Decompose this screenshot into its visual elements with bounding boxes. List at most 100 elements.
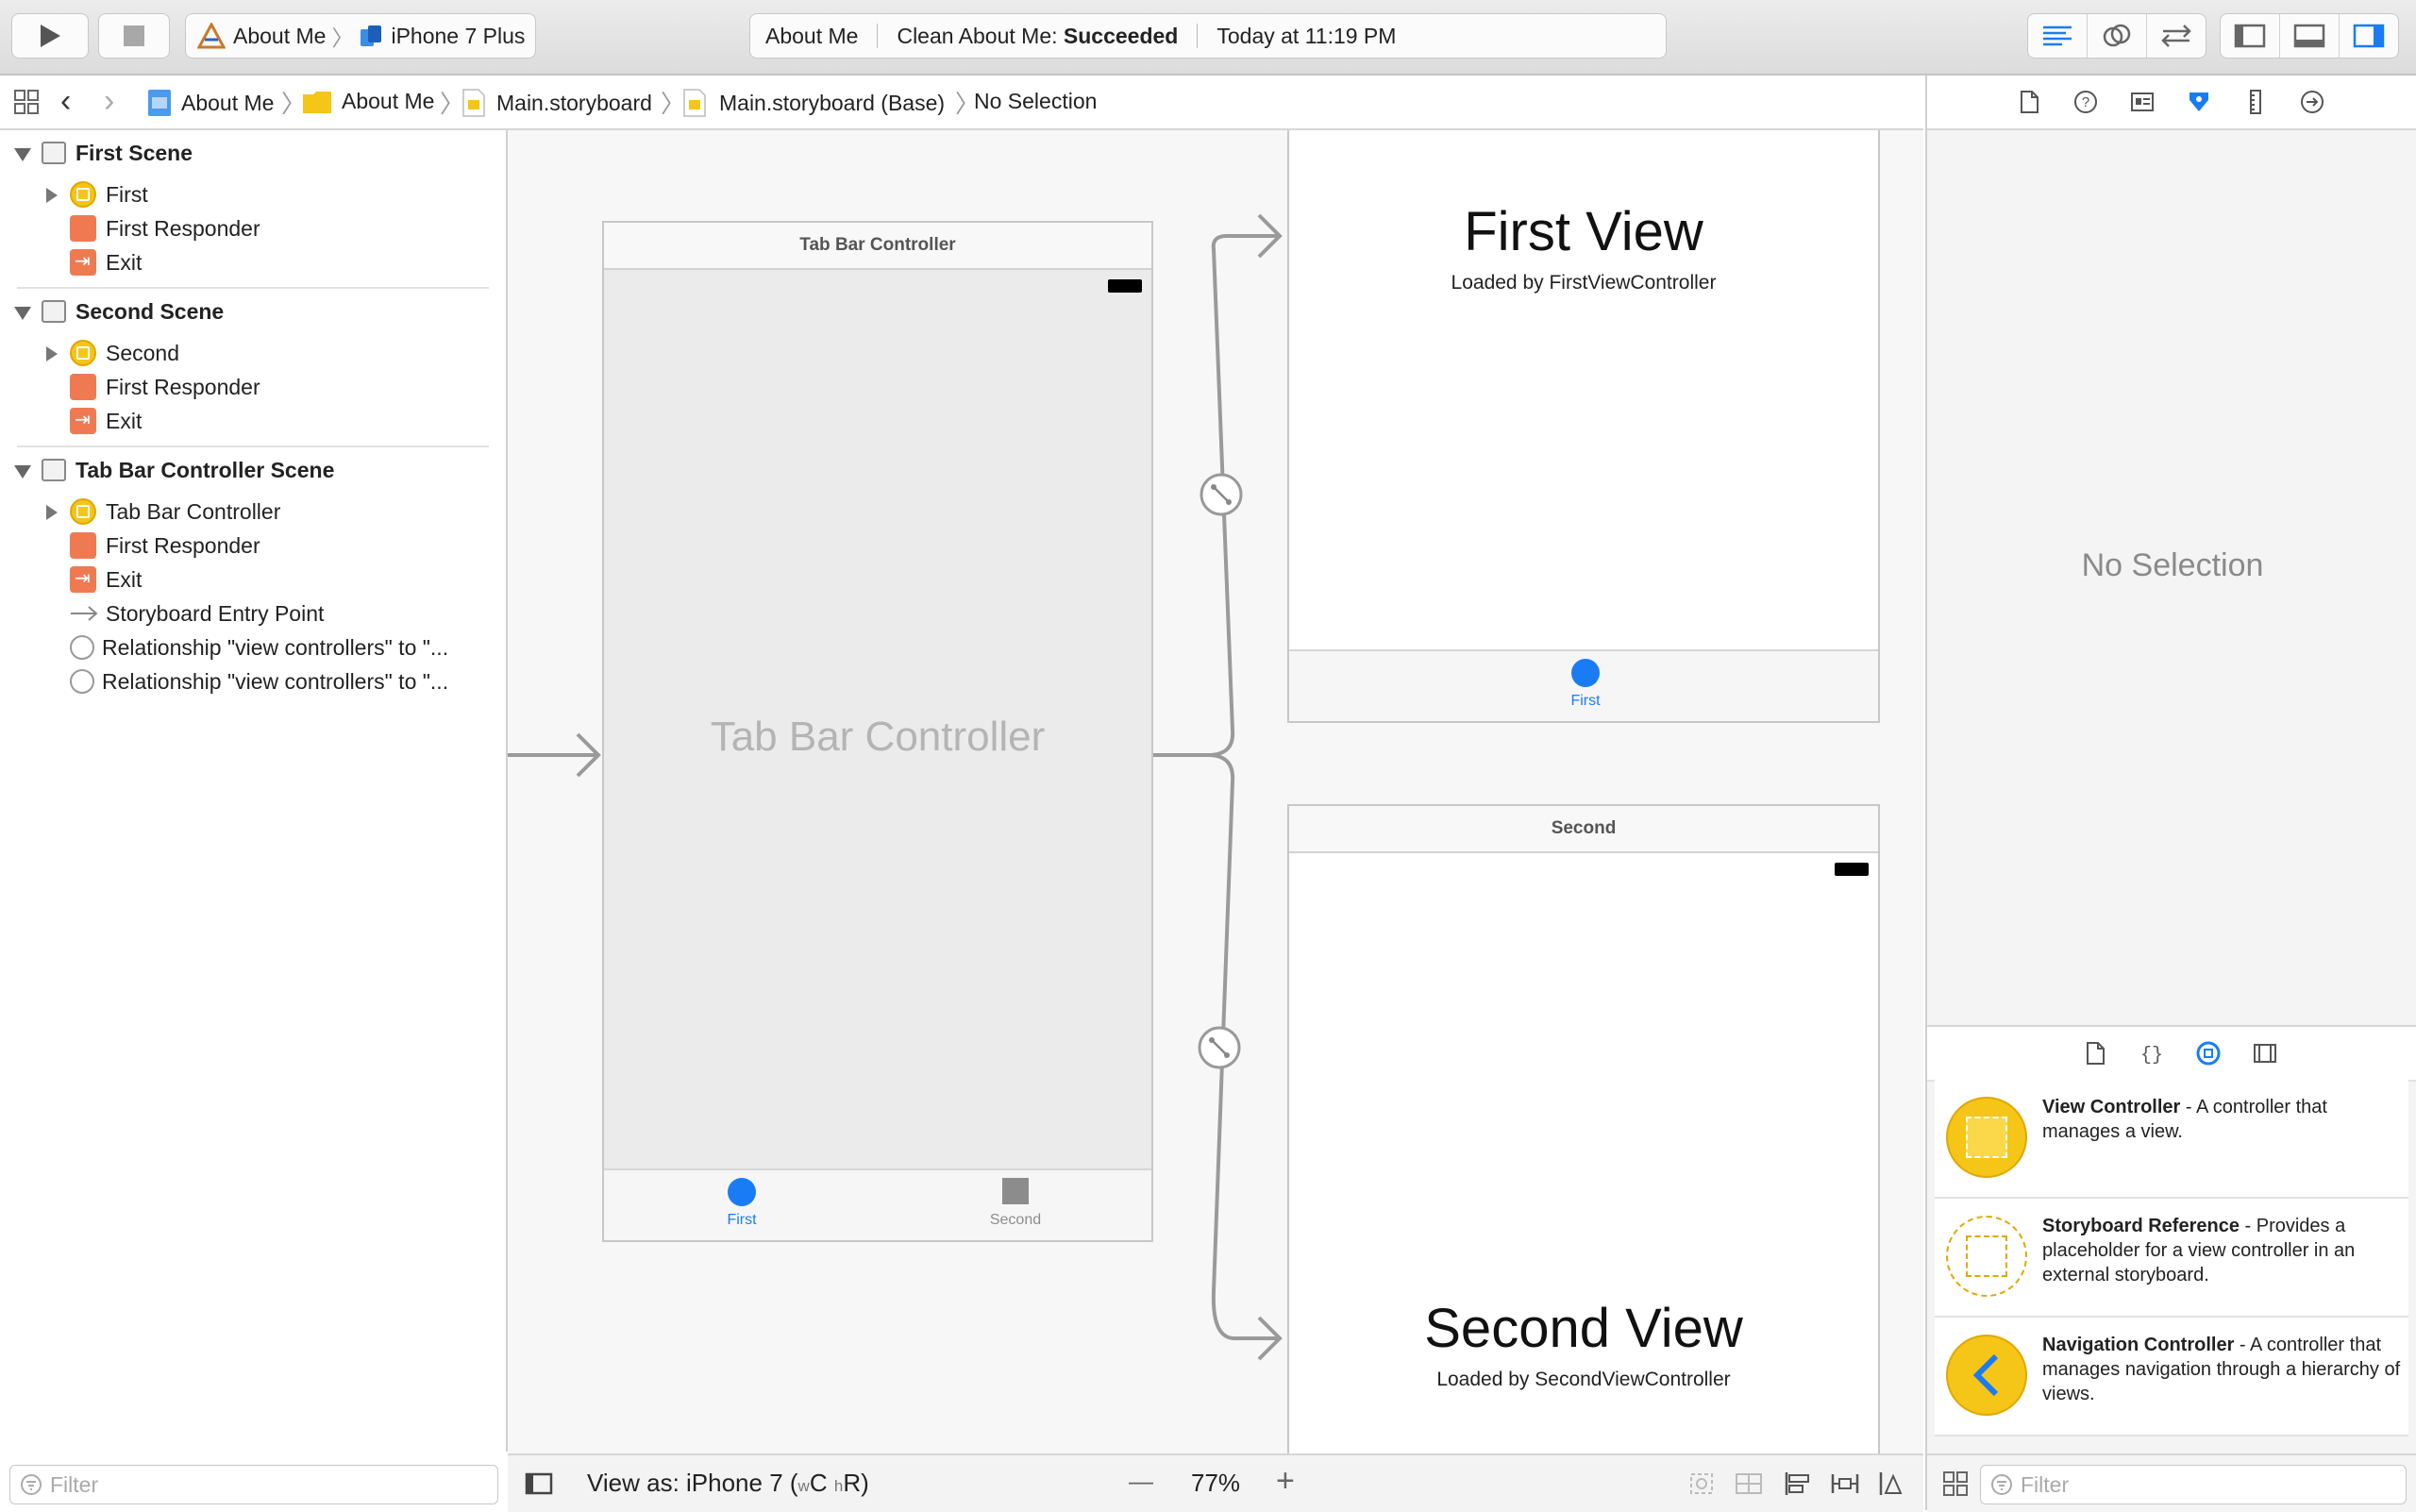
library-item-view-controller[interactable]: View Controller - A controller that mana…: [1935, 1080, 2408, 1199]
media-library-icon[interactable]: [2252, 1040, 2278, 1067]
standard-editor-icon: [2043, 25, 2072, 46]
stop-button[interactable]: [98, 13, 170, 59]
back-arrow-icon[interactable]: ‹: [60, 83, 72, 119]
outline-scene-second[interactable]: Second Scene: [42, 294, 224, 328]
library-item-storyboard-reference[interactable]: Storyboard Reference - Provides a placeh…: [1935, 1199, 2408, 1318]
tab-bar-controller-scene[interactable]: Tab Bar Controller Tab Bar Controller Fi…: [602, 221, 1153, 1242]
library-item-name: Storyboard Reference: [2042, 1216, 2240, 1236]
breadcrumb-selection[interactable]: No Selection: [974, 89, 1097, 114]
scene-icon: [42, 459, 66, 481]
status-action: Clean About Me:: [897, 23, 1064, 48]
outline-item-tab-bar-controller[interactable]: Tab Bar Controller: [70, 495, 280, 529]
library-item-navigation-controller[interactable]: Navigation Controller - A controller tha…: [1935, 1318, 2408, 1436]
outline-item-second-controller[interactable]: Second: [70, 336, 179, 370]
assistant-editor-button[interactable]: [2088, 14, 2147, 58]
view-as-device-button[interactable]: View as: iPhone 7 (wC hR): [587, 1469, 869, 1498]
quick-help-icon[interactable]: ?: [2072, 89, 2099, 115]
file-template-library-icon[interactable]: [2082, 1040, 2108, 1067]
grid-view-icon[interactable]: [1942, 1470, 1969, 1497]
outline-item-exit[interactable]: Exit: [70, 563, 142, 596]
zoom-out-button[interactable]: —: [1129, 1467, 1153, 1495]
outline-item-first-responder[interactable]: First Responder: [70, 370, 260, 404]
chevron-right-icon: 〉: [281, 90, 307, 118]
utilities-area: ? No Selection {} View Controller - A co…: [1925, 76, 2416, 1512]
disclosure-closed-icon[interactable]: [45, 345, 59, 362]
segue-arrowhead-second: [1257, 1316, 1283, 1361]
forward-arrow-icon[interactable]: ›: [104, 83, 115, 119]
tab-item-first[interactable]: First: [685, 1178, 798, 1229]
library-filter-field[interactable]: Filter: [1980, 1465, 2407, 1504]
first-responder-icon: [70, 215, 96, 242]
update-frames-icon[interactable]: [1687, 1470, 1716, 1497]
relationship-segue-icon: [70, 635, 94, 660]
tab-circle-icon: [728, 1178, 756, 1206]
inspector-tabs: ?: [1927, 76, 2416, 130]
breadcrumb-folder[interactable]: About Me: [302, 89, 434, 114]
version-editor-button[interactable]: [2147, 14, 2206, 58]
file-inspector-icon[interactable]: [2016, 89, 2042, 115]
main-toolbar: About Me 〉 iPhone 7 Plus About Me Clean …: [0, 0, 2416, 76]
outline-item-label: Tab Bar Controller: [106, 498, 281, 524]
tab-label: First: [727, 1212, 757, 1228]
breadcrumb-storyboard-base[interactable]: Main.storyboard (Base): [683, 89, 945, 117]
outline-item-first-responder[interactable]: First Responder: [70, 211, 260, 245]
library-item-name: View Controller: [2042, 1097, 2181, 1117]
filter-placeholder: Filter: [50, 1471, 99, 1497]
toggle-utilities-button[interactable]: [2340, 14, 2398, 58]
outline-item-first-responder[interactable]: First Responder: [70, 529, 260, 563]
outline-filter-field[interactable]: Filter: [9, 1465, 498, 1504]
outline-scene-first[interactable]: First Scene: [42, 136, 193, 170]
disclosure-open-icon[interactable]: [13, 464, 32, 479]
second-view-scene[interactable]: Second Second View Loaded by SecondViewC…: [1287, 804, 1880, 1453]
outline-item-exit[interactable]: Exit: [70, 404, 142, 438]
outline-item-label: First Responder: [106, 532, 260, 558]
code-snippet-library-icon[interactable]: {}: [2139, 1040, 2165, 1067]
run-button[interactable]: [11, 13, 89, 59]
outline-item-label: Relationship "view controllers" to "...: [102, 634, 449, 660]
scheme-selector[interactable]: About Me 〉 iPhone 7 Plus: [185, 13, 536, 59]
identity-inspector-icon[interactable]: [2129, 89, 2156, 115]
object-library-icon[interactable]: [2195, 1040, 2222, 1067]
disclosure-closed-icon[interactable]: [45, 504, 59, 521]
disclosure-closed-icon[interactable]: [45, 187, 59, 204]
outline-scene-tab-bar[interactable]: Tab Bar Controller Scene: [42, 453, 334, 487]
scene-title-bar: Tab Bar Controller: [604, 223, 1151, 270]
segue-badge-second: [1198, 1026, 1241, 1069]
standard-editor-button[interactable]: [2028, 14, 2088, 58]
second-view-subtitle: Loaded by SecondViewController: [1436, 1369, 1731, 1390]
embed-in-stack-icon[interactable]: [1735, 1470, 1763, 1497]
resolve-layout-issues-icon[interactable]: [1878, 1470, 1906, 1497]
toggle-debug-area-button[interactable]: [2280, 14, 2340, 58]
align-icon[interactable]: [1784, 1470, 1812, 1497]
breadcrumb-project[interactable]: About Me: [147, 89, 274, 117]
outline-item-relationship[interactable]: Relationship "view controllers" to "...: [70, 664, 448, 698]
related-items-icon[interactable]: [13, 89, 42, 115]
attributes-inspector-icon[interactable]: [2186, 89, 2212, 115]
storyboard-canvas[interactable]: Tab Bar Controller Tab Bar Controller Fi…: [508, 130, 1923, 1453]
size-inspector-icon[interactable]: [2242, 89, 2269, 115]
svg-text:?: ?: [2082, 94, 2089, 110]
disclosure-open-icon[interactable]: [13, 306, 32, 321]
exit-icon: [70, 408, 96, 434]
outline-item-relationship[interactable]: Relationship "view controllers" to "...: [70, 630, 448, 664]
view-as-prefix: View as: iPhone 7 (: [587, 1469, 798, 1497]
segue-connections: [508, 213, 1283, 1361]
outline-item-first-controller[interactable]: First: [70, 177, 148, 211]
toggle-outline-icon[interactable]: [525, 1472, 553, 1495]
view-controller-icon: [1946, 1097, 2027, 1178]
navigator-panel-icon: [2234, 24, 2266, 48]
outline-item-entry-point[interactable]: Storyboard Entry Point: [70, 596, 324, 630]
exit-icon: [70, 566, 96, 593]
zoom-in-button[interactable]: +: [1276, 1463, 1295, 1499]
toggle-navigator-button[interactable]: [2221, 14, 2280, 58]
scene-title: Second Scene: [76, 298, 225, 324]
tab-item-first[interactable]: First: [1529, 659, 1642, 710]
add-constraints-icon[interactable]: [1831, 1470, 1859, 1497]
breadcrumb-storyboard[interactable]: Main.storyboard: [462, 89, 652, 117]
disclosure-open-icon[interactable]: [13, 147, 32, 162]
tab-item-second[interactable]: Second: [959, 1178, 1072, 1229]
first-view-scene[interactable]: First View Loaded by FirstViewController…: [1287, 130, 1880, 723]
outline-item-exit[interactable]: Exit: [70, 245, 142, 279]
storyboard-reference-icon: [1946, 1216, 2027, 1297]
connections-inspector-icon[interactable]: [2299, 89, 2325, 115]
